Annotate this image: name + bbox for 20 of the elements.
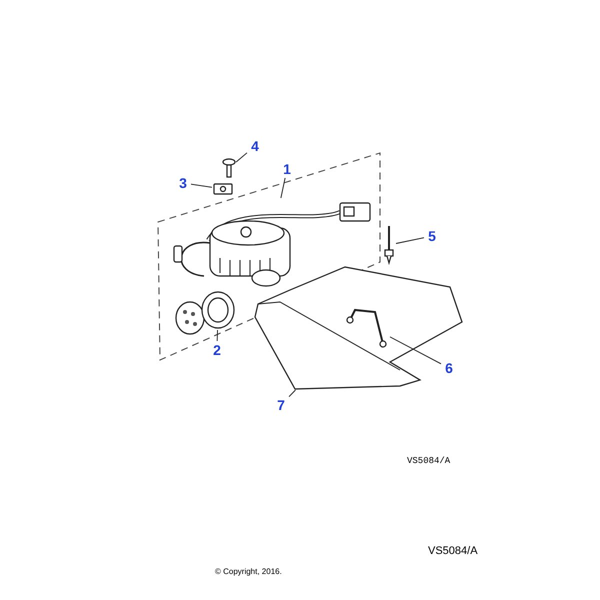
pin-drawing: [382, 225, 396, 265]
copyright-notice: © Copyright, 2016.: [215, 567, 282, 576]
leader-line: [190, 184, 212, 188]
leader-line: [396, 237, 424, 244]
callout-number: 5: [424, 227, 440, 245]
callout-number: 7: [273, 396, 289, 414]
callout-number: 3: [175, 174, 191, 192]
screw-drawing: [222, 158, 236, 178]
leader-line: [280, 178, 286, 198]
callout-number: 4: [247, 137, 263, 155]
drawing-number: VS5084/A: [428, 545, 478, 557]
leader-line: [236, 152, 248, 163]
drawing-number: VS5084/A: [407, 456, 450, 466]
leader-line: [288, 390, 296, 398]
callout-number: 6: [441, 359, 457, 377]
leader-line: [216, 330, 218, 342]
callout-number: 2: [209, 341, 225, 359]
callout-number: 1: [279, 160, 295, 178]
clip-nut-drawing: [212, 182, 234, 196]
leader-line: [390, 336, 442, 364]
